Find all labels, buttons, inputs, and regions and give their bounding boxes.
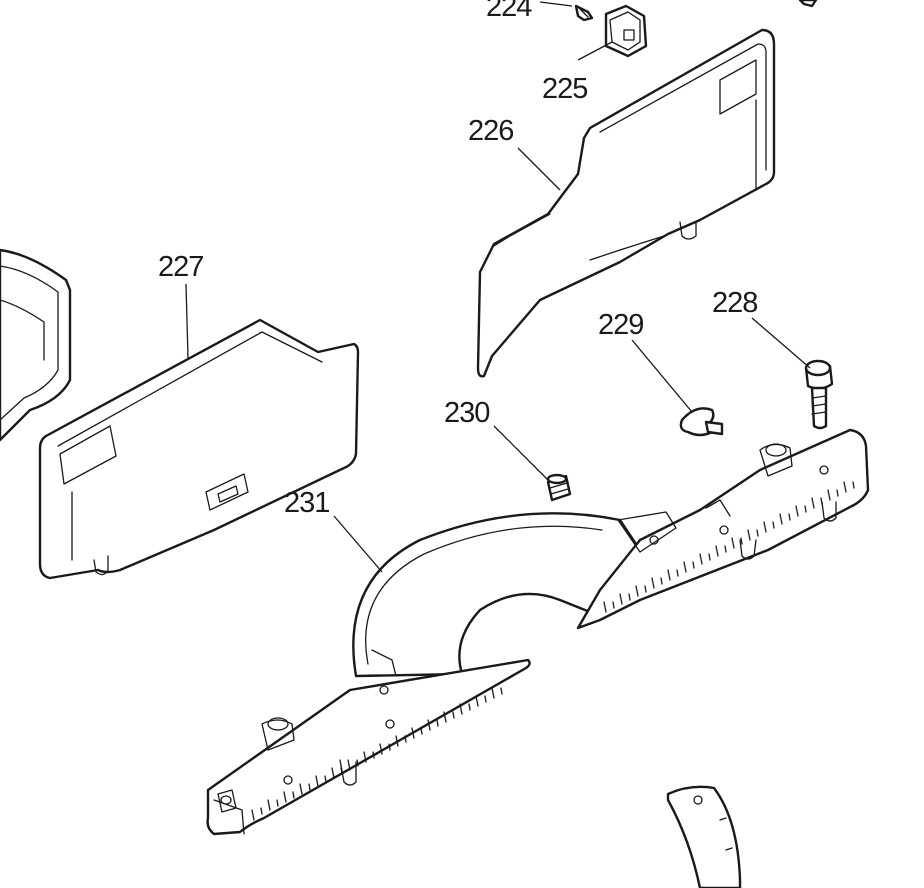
callout-228: 228: [712, 287, 757, 319]
callout-225: 225: [542, 73, 587, 105]
part-229-wing-screw: [679, 407, 724, 437]
part-231-base-scale: [206, 428, 870, 836]
part-227-guard-plate: [38, 318, 360, 580]
partial-part-bottom-right: [666, 785, 742, 888]
partial-hood-left: [0, 248, 72, 442]
part-230-set-screw: [546, 473, 572, 502]
part-224-screw: [574, 0, 818, 22]
part-225-clip: [604, 4, 648, 58]
part-228-bolt: [804, 359, 834, 430]
callout-231: 231: [284, 487, 329, 519]
callout-229: 229: [598, 309, 643, 341]
leader-lines: [185, 1, 811, 573]
part-226-guard-plate: [476, 28, 776, 378]
callout-230: 230: [444, 397, 489, 429]
callout-226: 226: [468, 115, 513, 147]
callout-labels: 224 225 226 227 228 229 230 231: [158, 0, 758, 519]
callout-224: 224: [486, 0, 532, 23]
callout-227: 227: [158, 251, 203, 283]
